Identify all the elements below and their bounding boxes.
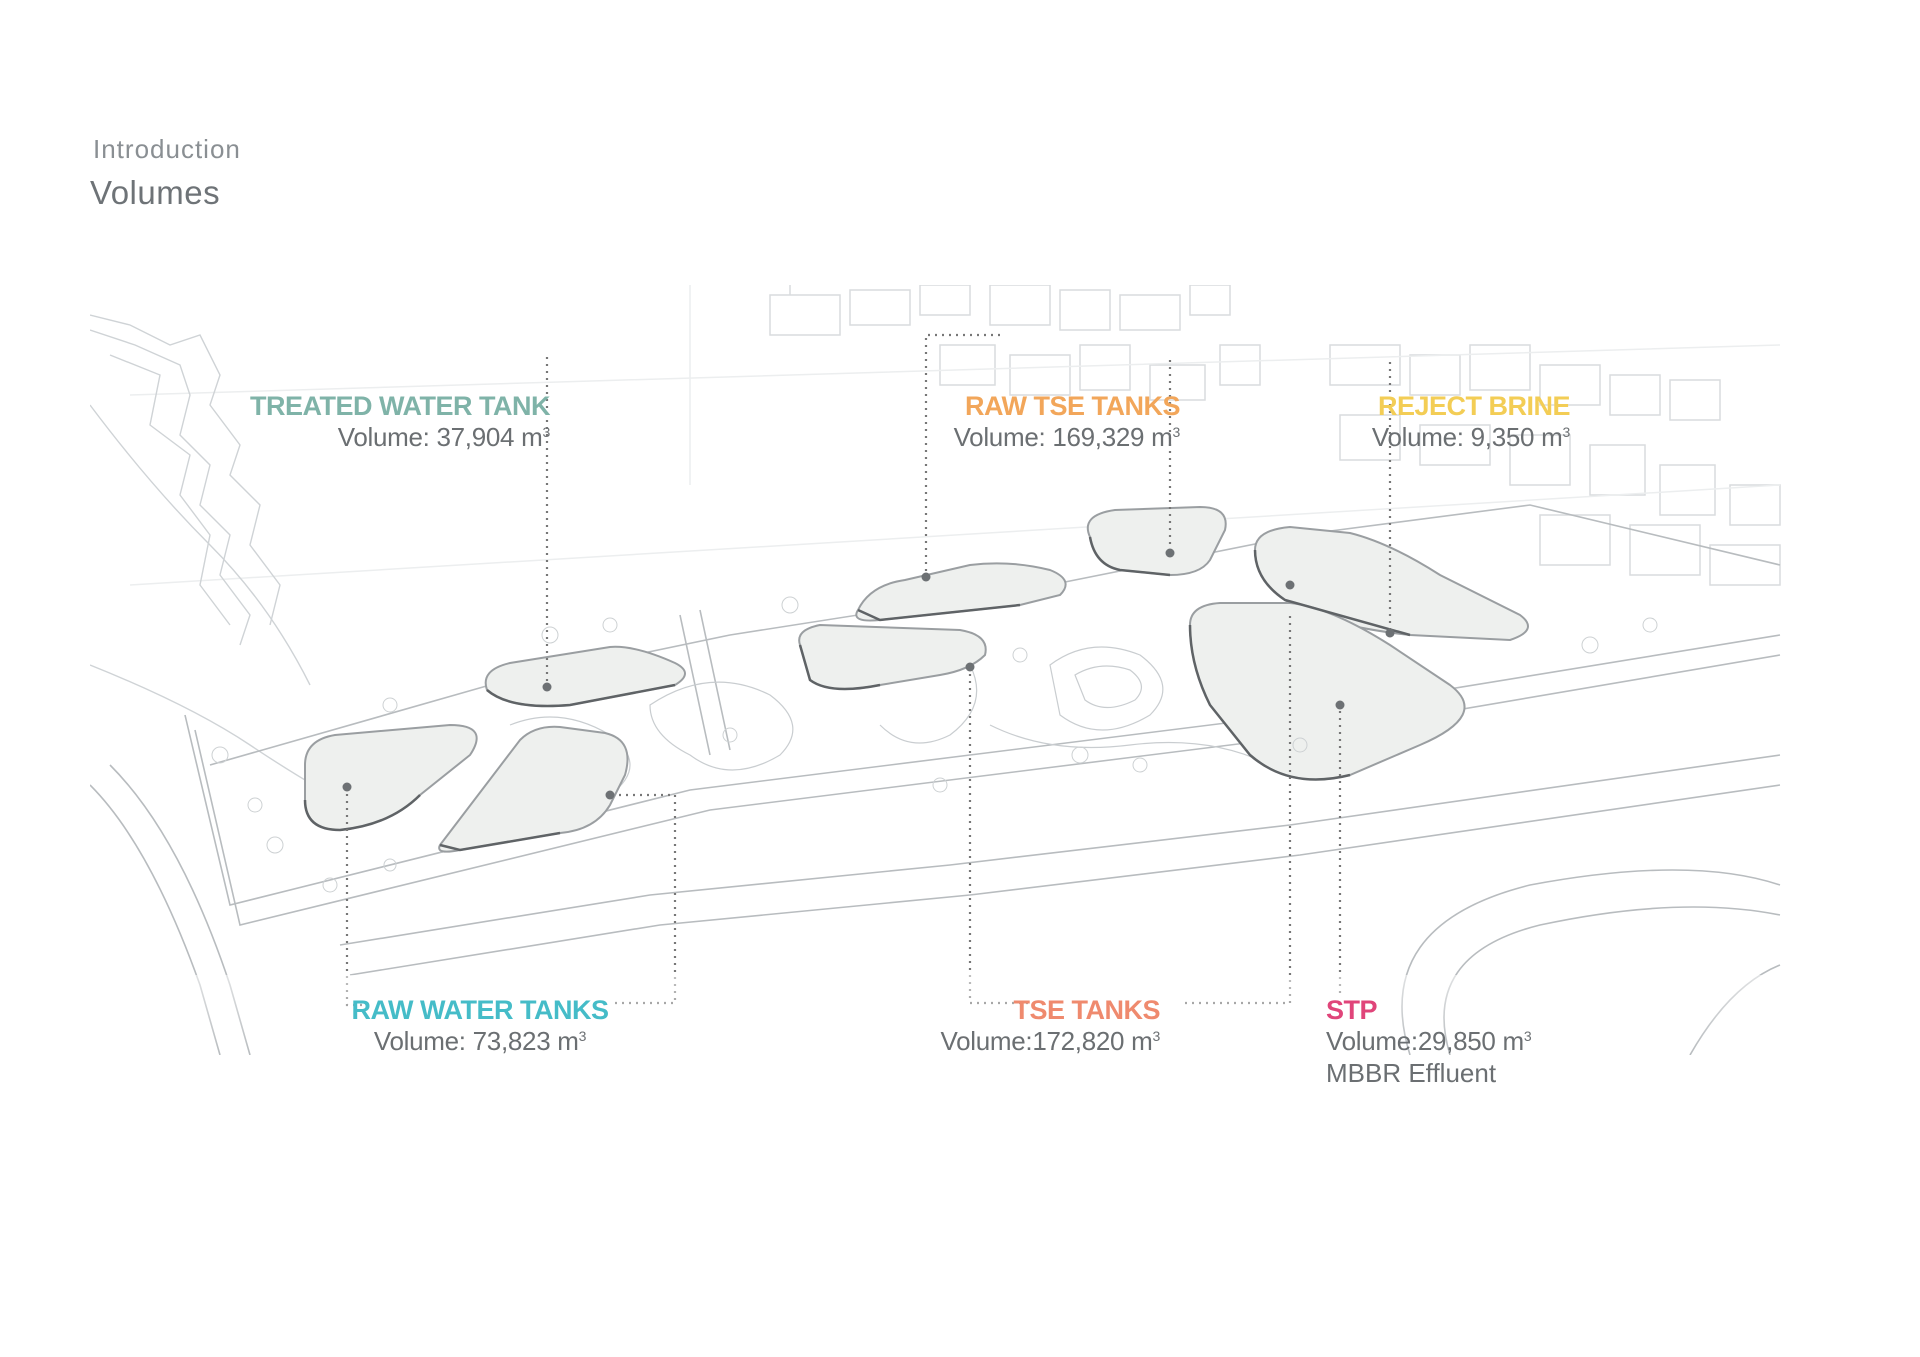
label-stp: STP Volume:29,850 m3 MBBR Effluent bbox=[1326, 994, 1606, 1089]
label-stp-name: STP bbox=[1326, 995, 1378, 1025]
tank-treated-water bbox=[484, 645, 686, 707]
label-tse-name: TSE TANKS bbox=[1013, 995, 1160, 1025]
label-treated-water: TREATED WATER TANK Volume: 37,904 m3 bbox=[210, 390, 550, 454]
label-raw-tse-volume: Volume: 169,329 m3 bbox=[953, 422, 1181, 453]
label-raw-water: RAW WATER TANKS Volume: 73,823 m3 bbox=[330, 994, 630, 1058]
label-tse-volume: Volume:172,820 m3 bbox=[940, 1026, 1160, 1057]
label-stp-note: MBBR Effluent bbox=[1326, 1057, 1497, 1088]
label-treated-water-name: TREATED WATER TANK bbox=[250, 391, 550, 421]
tank-raw-water-west bbox=[304, 723, 478, 832]
label-tse: TSE TANKS Volume:172,820 m3 bbox=[900, 994, 1160, 1058]
tank-raw-tse-west bbox=[855, 562, 1067, 622]
tank-rims bbox=[303, 536, 1411, 852]
label-reject-brine-volume: Volume: 9,350 m3 bbox=[1371, 422, 1570, 453]
terrain-ridge bbox=[90, 314, 351, 806]
label-reject-brine-name: REJECT BRINE bbox=[1377, 391, 1571, 421]
label-raw-tse-name: RAW TSE TANKS bbox=[965, 391, 1181, 421]
page-title: Volumes bbox=[90, 174, 221, 211]
leader-dots bbox=[342, 548, 1395, 800]
label-treated-water-volume: Volume: 37,904 m3 bbox=[337, 422, 551, 453]
label-raw-water-volume: Volume: 73,823 m3 bbox=[373, 1026, 587, 1057]
label-raw-water-name: RAW WATER TANKS bbox=[351, 995, 609, 1025]
tank-tse bbox=[798, 623, 987, 690]
label-raw-tse: RAW TSE TANKS Volume: 169,329 m3 bbox=[880, 390, 1181, 454]
leader-tse bbox=[968, 667, 1030, 1005]
site-plan-diagram bbox=[90, 285, 1790, 1055]
background-buildings bbox=[129, 285, 1781, 586]
tank-shapes bbox=[304, 505, 1529, 853]
label-reject-brine: REJECT BRINE Volume: 9,350 m3 bbox=[1300, 390, 1571, 454]
tree-dots bbox=[211, 596, 1658, 893]
leader-raw-tse bbox=[924, 333, 1000, 577]
section-label: Introduction bbox=[93, 134, 241, 164]
label-stp-volume: Volume:29,850 m3 bbox=[1326, 1026, 1532, 1057]
tank-raw-water-east bbox=[438, 725, 629, 853]
